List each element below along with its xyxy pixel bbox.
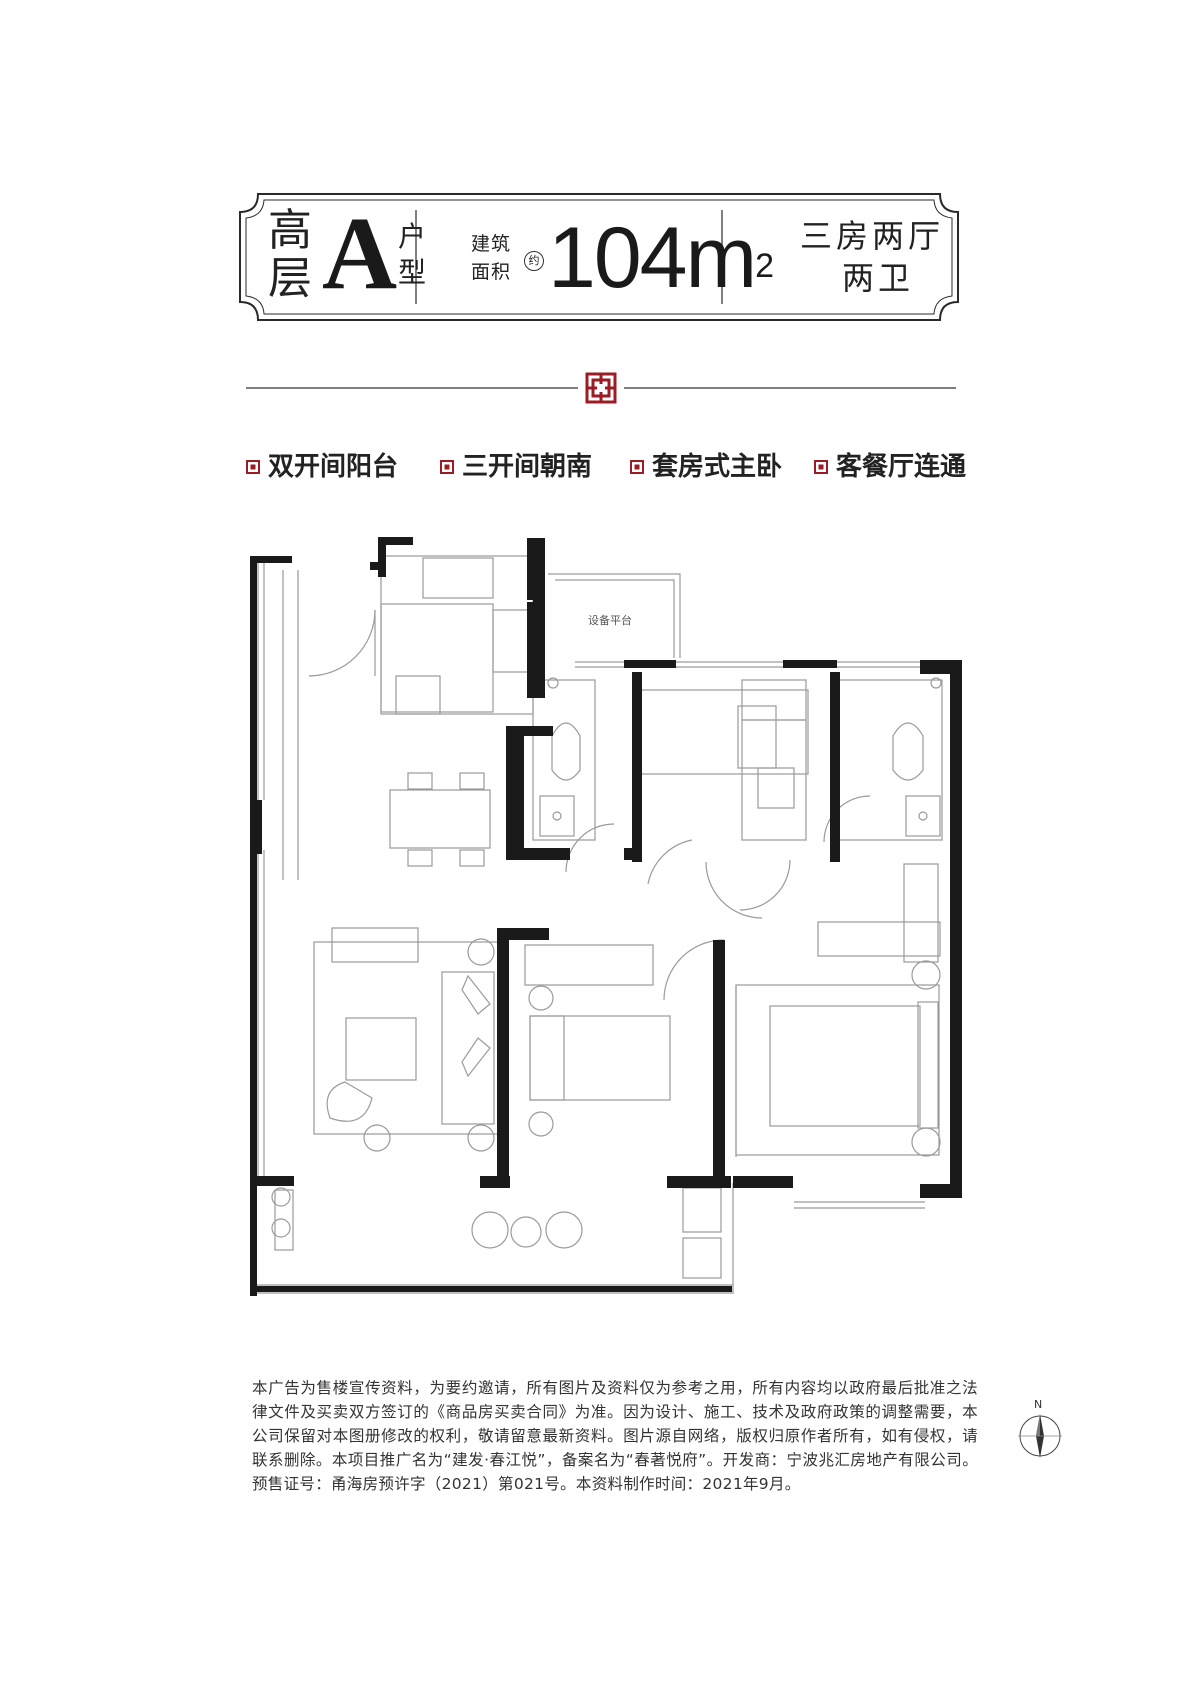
floor-type-bottom: 层 (268, 253, 312, 304)
layout-bottom: 两卫 (842, 259, 915, 297)
compass-north-label: N (1034, 1398, 1043, 1411)
unit-letter: A (322, 196, 398, 311)
area-superscript: 2 (755, 247, 774, 285)
fret-ornament-icon (585, 372, 617, 404)
feature-item: 客餐厅连通 (814, 452, 966, 482)
compass-icon (1018, 1414, 1062, 1458)
area-number: 104m (548, 210, 757, 306)
feature-label: 客餐厅连通 (836, 452, 967, 482)
legal-disclaimer: 本广告为售楼宣传资料，为要约邀请，所有图片及资料仅为参考之用，所有内容均以政府最… (252, 1379, 978, 1493)
floor-type-top: 高 (268, 205, 312, 256)
title-frame (239, 193, 959, 321)
feature-item: 套房式主卧 (630, 452, 782, 482)
equipment-platform-label: 设备平台 (588, 613, 632, 627)
unit-suffix-top: 户 (398, 220, 427, 253)
ornament-divider (246, 372, 956, 404)
red-square-bullet-icon (440, 460, 454, 474)
area-label-top: 建筑 (471, 233, 512, 255)
area-approx-badge: 约 (524, 251, 544, 271)
red-square-bullet-icon (814, 460, 828, 474)
red-square-bullet-icon (630, 460, 644, 474)
red-square-bullet-icon (246, 460, 260, 474)
feature-label: 套房式主卧 (652, 452, 783, 482)
feature-label: 三开间朝南 (462, 452, 593, 482)
unit-suffix-bottom: 型 (398, 256, 427, 289)
layout-top: 三房两厅 (800, 217, 945, 255)
feature-label: 双开间阳台 (268, 452, 399, 482)
area-value: 104m2 (548, 208, 774, 308)
feature-item: 三开间朝南 (440, 452, 592, 482)
feature-item: 双开间阳台 (246, 452, 398, 482)
area-label-bottom: 面积 (471, 261, 512, 283)
